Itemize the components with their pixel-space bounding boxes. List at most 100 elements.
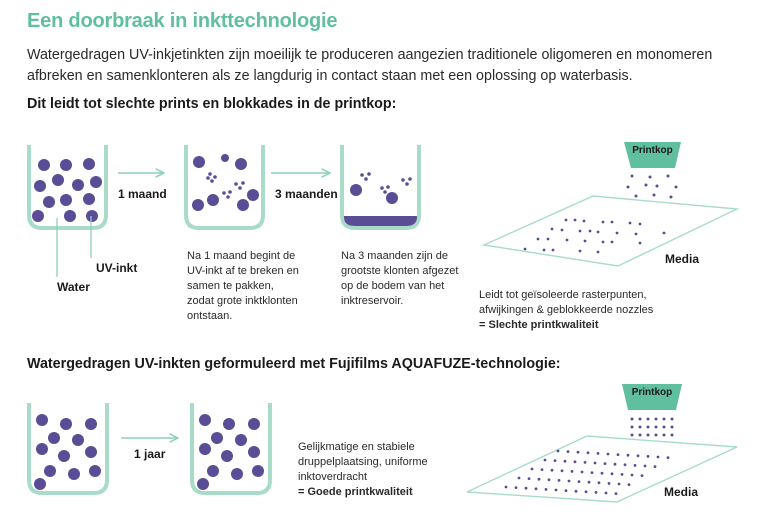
print-dot bbox=[646, 455, 650, 458]
print-dot bbox=[610, 472, 614, 476]
print-dot bbox=[593, 461, 597, 465]
ink-container-fresh bbox=[27, 145, 108, 230]
ink-container-aquafuze-fresh bbox=[27, 403, 109, 495]
result-bad-text: Leidt tot geïsoleerde rasterpunten, afwi… bbox=[479, 289, 654, 316]
print-dot bbox=[607, 482, 611, 485]
print-dot bbox=[527, 477, 531, 480]
print-dot bbox=[584, 490, 588, 494]
print-dot bbox=[577, 480, 581, 483]
print-dot bbox=[596, 452, 600, 455]
media-label-2: Media bbox=[664, 485, 699, 499]
result-good-text: Gelijkmatige en stabiele druppelplaatsin… bbox=[298, 441, 428, 483]
print-dot bbox=[540, 468, 544, 471]
result-good-bold: = Goede printkwaliteit bbox=[298, 486, 413, 498]
print-dot bbox=[666, 456, 670, 459]
print-dot bbox=[640, 474, 644, 477]
result-good: Gelijkmatige en stabiele druppelplaatsin… bbox=[298, 440, 443, 500]
print-dot bbox=[626, 453, 630, 457]
print-dot bbox=[556, 449, 560, 453]
result-bad-bold: = Slechte printkwaliteit bbox=[479, 319, 599, 331]
print-dot bbox=[560, 469, 564, 473]
print-dot bbox=[630, 473, 634, 477]
printhead-label-2: Printkop bbox=[631, 387, 673, 398]
label-pointers bbox=[56, 216, 92, 277]
print-dot bbox=[600, 471, 604, 475]
print-dot bbox=[614, 492, 618, 495]
print-dot bbox=[566, 450, 570, 453]
print-dot bbox=[603, 462, 607, 465]
ink-droplet bbox=[638, 425, 642, 429]
print-dot bbox=[557, 479, 561, 482]
print-dot bbox=[590, 471, 594, 474]
ink-droplet bbox=[646, 433, 650, 437]
ink-droplet bbox=[646, 417, 650, 421]
print-dot bbox=[636, 454, 640, 458]
print-dot bbox=[643, 464, 647, 468]
media-sheet-good bbox=[466, 435, 738, 503]
print-dot bbox=[597, 481, 601, 485]
print-dot bbox=[606, 452, 610, 456]
ink-container-aquafuze-1-year bbox=[190, 403, 272, 495]
print-dot bbox=[567, 479, 571, 483]
ink-container-1-month bbox=[184, 145, 265, 230]
print-dot bbox=[594, 491, 598, 494]
print-dot bbox=[617, 482, 621, 486]
print-dot bbox=[553, 459, 557, 462]
media-label-1: Media bbox=[665, 252, 700, 266]
ink-droplet bbox=[638, 433, 642, 437]
ink-droplet bbox=[662, 417, 666, 421]
arrow-1-year-label: 1 jaar bbox=[134, 447, 166, 461]
print-dot bbox=[564, 489, 568, 492]
ink-droplet bbox=[662, 433, 666, 437]
print-dot bbox=[587, 480, 591, 484]
ink-droplet bbox=[630, 433, 634, 437]
ink-droplet bbox=[670, 417, 674, 421]
print-dot bbox=[524, 486, 528, 490]
printhead-label-1: Printkop bbox=[632, 145, 673, 156]
print-dot bbox=[534, 487, 538, 491]
print-dot bbox=[616, 453, 620, 456]
print-dot bbox=[574, 489, 578, 493]
print-dot bbox=[573, 460, 577, 464]
print-dot bbox=[550, 468, 554, 472]
print-dot bbox=[653, 465, 657, 468]
ink-droplet bbox=[654, 433, 658, 437]
ink-droplet bbox=[630, 417, 634, 421]
print-dot bbox=[530, 467, 534, 471]
print-dot bbox=[583, 461, 587, 464]
ink-droplet bbox=[638, 417, 642, 421]
ink-droplet bbox=[670, 433, 674, 437]
section2-heading: Watergedragen UV-inkten geformuleerd met… bbox=[27, 356, 561, 372]
ink-droplet bbox=[670, 425, 674, 429]
print-dot bbox=[517, 476, 521, 480]
print-dot bbox=[570, 470, 574, 473]
caption-1-month: Na 1 maand begint de UV-inkt af te breke… bbox=[187, 250, 299, 322]
result-bad: Leidt tot geïsoleerde rasterpunten, afwi… bbox=[479, 288, 679, 333]
print-dot bbox=[586, 451, 590, 455]
section1-heading: Dit leidt tot slechte prints en blokkade… bbox=[27, 96, 397, 112]
ink-droplet bbox=[646, 425, 650, 429]
media-sheet-bad bbox=[481, 195, 740, 267]
arrow-1-month-label: 1 maand bbox=[118, 187, 167, 201]
print-dot bbox=[514, 486, 518, 489]
print-dot bbox=[543, 458, 547, 462]
print-dot bbox=[554, 488, 558, 492]
print-dot bbox=[623, 463, 627, 467]
page-title: Een doorbraak in inkttechnologie bbox=[27, 10, 338, 32]
print-dot bbox=[504, 485, 508, 489]
print-dot bbox=[547, 478, 551, 482]
intro-paragraph: Watergedragen UV-inkjetinkten zijn moeil… bbox=[27, 47, 713, 84]
print-dot bbox=[627, 483, 631, 486]
label-uv-ink: UV-inkt bbox=[96, 261, 138, 275]
print-dot bbox=[544, 488, 548, 491]
label-water: Water bbox=[57, 280, 90, 294]
print-dot bbox=[604, 491, 608, 495]
ink-container-3-months bbox=[340, 145, 421, 230]
print-dot bbox=[656, 455, 660, 459]
arrow-3-months-label: 3 maanden bbox=[275, 187, 338, 201]
ink-droplet bbox=[662, 425, 666, 429]
print-dot bbox=[620, 473, 624, 476]
ink-droplet bbox=[630, 425, 634, 429]
caption-3-months: Na 3 maanden zijn de grootste klonten af… bbox=[341, 250, 459, 307]
